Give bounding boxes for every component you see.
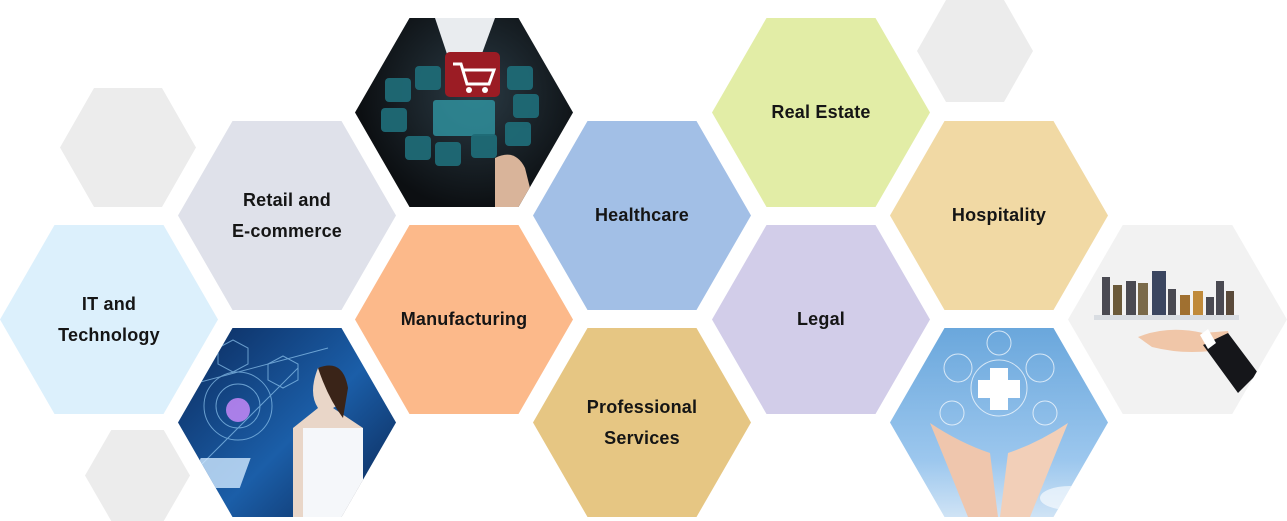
sector-label: Real Estate (771, 102, 871, 122)
sector-real-estate: Real Estate (712, 18, 930, 207)
woman-technology-network-photo (178, 328, 396, 517)
sector-hospitality: Hospitality (890, 121, 1108, 310)
decorative-hexagon (85, 430, 190, 521)
sector-label: IT and (81, 293, 137, 314)
sector-label: Technology (58, 324, 160, 345)
sector-manufacturing: Manufacturing (355, 225, 573, 414)
shopping-cart-ecommerce-photo (355, 18, 573, 207)
decorative-hexagon (60, 88, 196, 207)
city-skyline-on-hand-photo (1068, 225, 1287, 414)
shopping-cart-icon (381, 18, 539, 207)
network-hexagons-icon (178, 339, 363, 517)
medical-cross-icon (930, 330, 1100, 517)
sector-label: Healthcare (594, 205, 690, 225)
sector-label: Retail and (242, 189, 332, 210)
sector-label: Legal (796, 309, 845, 329)
sector-legal: Legal (712, 225, 930, 414)
sector-healthcare: Healthcare (533, 121, 751, 310)
sector-label: E-commerce (231, 220, 343, 241)
sector-label: Manufacturing (400, 309, 528, 329)
sector-label: Hospitality (951, 205, 1047, 225)
sector-label: Services (604, 427, 680, 448)
decorative-hexagon (917, 0, 1033, 102)
medical-cross-hands-photo (890, 328, 1108, 517)
city-skyline-icon (1094, 271, 1258, 393)
sector-label: Professional (586, 396, 698, 417)
